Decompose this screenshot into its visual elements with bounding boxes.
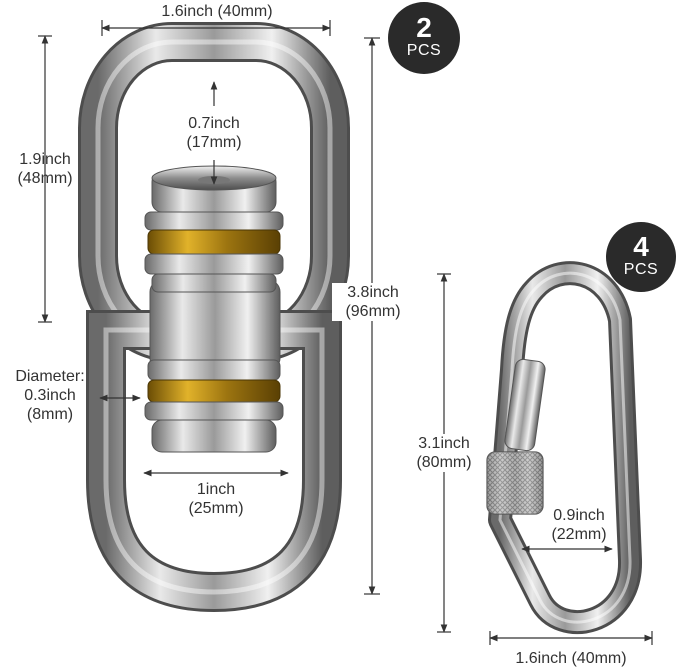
badge-unit: PCS	[623, 261, 659, 278]
inner-width-in: 1inch	[196, 481, 236, 498]
total-height-mm: (96mm)	[345, 303, 401, 320]
carabiner-height-in: 3.1inch	[418, 435, 470, 452]
badge-unit: PCS	[406, 42, 442, 59]
total-height-in: 3.8inch	[347, 284, 399, 301]
top-gap-label: 0.7inch (17mm)	[168, 114, 260, 152]
carabiner-height-label: 3.1inch (80mm)	[404, 434, 484, 472]
carabiner-height-mm: (80mm)	[416, 454, 472, 471]
diameter-mm: (8mm)	[26, 406, 74, 423]
swivel-hook	[78, 22, 350, 613]
gate-opening-in: 0.9inch	[553, 507, 605, 524]
quantity-badge-swivel: 2 PCS	[388, 2, 460, 74]
diameter-title: Diameter:	[15, 368, 85, 385]
top-gap-in: 0.7inch	[188, 115, 240, 132]
loop-height-label: 1.9inch (48mm)	[6, 150, 84, 188]
carabiner-width-label: 1.6inch (40mm)	[515, 650, 627, 667]
badge-count: 4	[633, 231, 649, 262]
gate-opening-mm: (22mm)	[551, 526, 607, 543]
carabiner	[486, 261, 643, 635]
diameter-label: Diameter: 0.3inch (8mm)	[0, 367, 100, 424]
badge-count: 2	[416, 12, 432, 43]
loop-height-in: 1.9inch	[19, 151, 71, 168]
inner-width-mm: (25mm)	[188, 500, 244, 517]
total-height-label: 3.8inch (96mm)	[332, 283, 414, 321]
quantity-badge-carabiner: 4 PCS	[606, 222, 676, 292]
inner-width-label: 1inch (25mm)	[170, 480, 262, 518]
loop-height-mm: (48mm)	[17, 170, 73, 187]
top-gap-mm: (17mm)	[186, 134, 242, 151]
gate-opening-label: 0.9inch (22mm)	[534, 506, 624, 544]
swivel-width-label: 1.6inch (40mm)	[161, 3, 273, 20]
diameter-in: 0.3inch	[24, 387, 76, 404]
